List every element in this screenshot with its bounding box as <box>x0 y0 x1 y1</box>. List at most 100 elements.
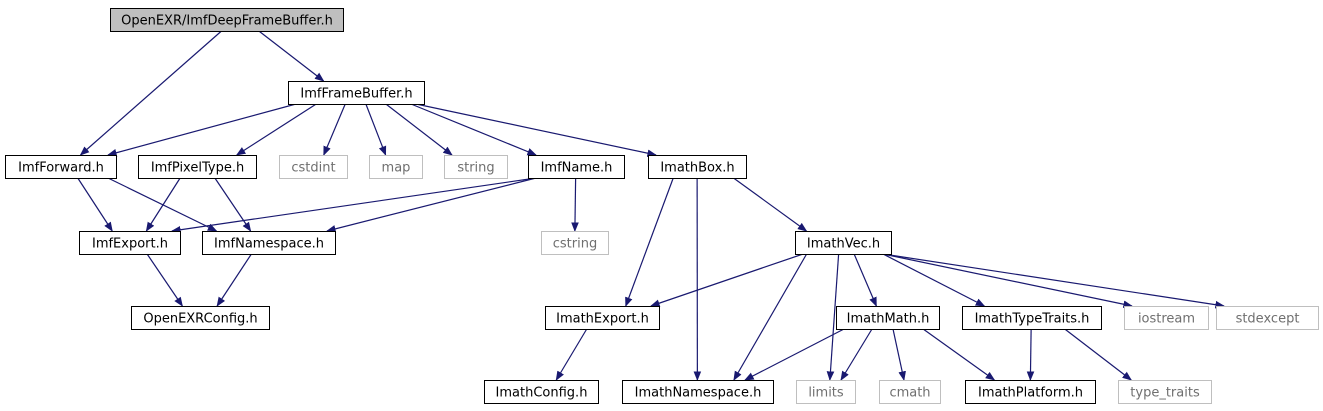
edge-forward-to-namespace <box>107 177 218 232</box>
node-label: ImathNamespace.h <box>635 386 762 401</box>
node-label: OpenEXRConfig.h <box>143 312 257 327</box>
node-label: ImathPlatform.h <box>978 386 1083 401</box>
node-label: ImfPixelType.h <box>151 161 244 176</box>
node-label: map <box>382 161 411 176</box>
edge-math-to-imathnamespace <box>744 328 845 381</box>
node-stdexcept: stdexcept <box>1216 306 1319 330</box>
node-box <box>138 155 257 179</box>
node-math[interactable]: ImathMath.h <box>836 306 940 330</box>
node-label: ImathVec.h <box>807 237 880 252</box>
node-iostream: iostream <box>1124 306 1209 330</box>
node-map: map <box>369 155 423 179</box>
node-pixeltype[interactable]: ImfPixelType.h <box>138 155 257 179</box>
node-typetraits[interactable]: ImathTypeTraits.h <box>962 306 1102 330</box>
node-box <box>484 380 599 404</box>
node-label: ImathBox.h <box>660 161 734 176</box>
edge-vec-to-iostream <box>882 253 1133 308</box>
edge-framebuffer-to-box <box>415 103 657 157</box>
edge-math-to-platform <box>922 328 996 381</box>
node-box <box>1216 306 1319 330</box>
node-box <box>369 155 423 179</box>
edge-box-to-vec <box>733 177 808 232</box>
edge-namespace-to-exrconfig <box>216 253 252 307</box>
node-box <box>965 380 1096 404</box>
edge-vec-to-limits <box>826 253 840 381</box>
node-label: iostream <box>1138 312 1195 327</box>
node-label: ImfExport.h <box>92 237 168 252</box>
edge-name-to-export <box>171 177 537 234</box>
edge-framebuffer-to-map <box>365 103 387 156</box>
edge-framebuffer-to-name <box>410 103 537 156</box>
node-export[interactable]: ImfExport.h <box>79 231 181 255</box>
node-label: OpenEXR/ImfDeepFrameBuffer.h <box>121 14 333 29</box>
node-box <box>836 306 940 330</box>
node-vec[interactable]: ImathVec.h <box>795 231 892 255</box>
edge-vec-to-math <box>853 253 877 307</box>
node-label: ImfForward.h <box>18 161 104 176</box>
edge-box-to-imathexport <box>625 177 674 307</box>
node-label: ImathTypeTraits.h <box>975 312 1090 327</box>
node-label: string <box>457 161 494 176</box>
node-label: ImfFrameBuffer.h <box>300 87 412 102</box>
node-box <box>79 231 181 255</box>
edge-pixeltype-to-namespace <box>214 177 252 232</box>
node-box <box>288 81 425 105</box>
node-box <box>962 306 1102 330</box>
nodes-layer: OpenEXR/ImfDeepFrameBuffer.hImfFrameBuff… <box>5 8 1319 404</box>
node-box <box>279 155 348 179</box>
node-label: cstring <box>553 237 597 252</box>
node-box[interactable]: ImathBox.h <box>648 155 747 179</box>
node-imathconfig[interactable]: ImathConfig.h <box>484 380 599 404</box>
node-root[interactable]: OpenEXR/ImfDeepFrameBuffer.h <box>110 8 344 32</box>
node-box <box>648 155 747 179</box>
node-label: ImfNamespace.h <box>214 237 324 252</box>
edge-framebuffer-to-forward <box>107 103 297 157</box>
node-forward[interactable]: ImfForward.h <box>5 155 117 179</box>
edge-name-to-cstring <box>571 177 579 232</box>
edge-export-to-exrconfig <box>146 253 183 307</box>
edge-vec-to-imathexport <box>650 253 804 307</box>
node-label: ImathConfig.h <box>496 386 588 401</box>
edge-framebuffer-to-cstdint <box>323 103 346 156</box>
edge-imathexport-to-imathconfig <box>555 328 588 381</box>
node-box <box>110 8 344 32</box>
edge-framebuffer-to-pixeltype <box>235 103 317 156</box>
node-exrconfig[interactable]: OpenEXRConfig.h <box>131 306 270 330</box>
edge-math-to-cmath <box>892 328 906 381</box>
node-platform[interactable]: ImathPlatform.h <box>965 380 1096 404</box>
node-box <box>622 380 774 404</box>
edge-vec-to-stdexcept <box>882 253 1225 309</box>
edge-root-to-forward <box>79 30 222 156</box>
node-label: ImathMath.h <box>847 312 930 327</box>
node-imathnamespace[interactable]: ImathNamespace.h <box>622 380 774 404</box>
node-box <box>528 155 625 179</box>
node-cmath: cmath <box>879 380 941 404</box>
node-label: cmath <box>889 386 930 401</box>
node-label: ImathExport.h <box>556 312 649 327</box>
node-box <box>796 380 856 404</box>
node-box <box>545 306 660 330</box>
node-box <box>1118 380 1212 404</box>
node-box <box>444 155 508 179</box>
edge-root-to-framebuffer <box>258 30 325 82</box>
node-box <box>879 380 941 404</box>
edges-layer <box>77 30 1225 381</box>
node-limits: limits <box>796 380 856 404</box>
edge-framebuffer-to-string <box>385 103 453 156</box>
node-framebuffer[interactable]: ImfFrameBuffer.h <box>288 81 425 105</box>
node-box <box>541 231 609 255</box>
node-name[interactable]: ImfName.h <box>528 155 625 179</box>
node-box <box>131 306 270 330</box>
node-string: string <box>444 155 508 179</box>
node-label: stdexcept <box>1236 312 1300 327</box>
edge-name-to-namespace <box>326 177 537 233</box>
node-cstdint: cstdint <box>279 155 348 179</box>
edge-typetraits-to-type_traits <box>1064 328 1133 381</box>
edge-math-to-limits <box>840 328 873 381</box>
node-label: ImfName.h <box>541 161 613 176</box>
edge-vec-to-typetraits <box>882 253 986 307</box>
node-cstring: cstring <box>541 231 609 255</box>
node-namespace[interactable]: ImfNamespace.h <box>202 231 336 255</box>
node-imathexport[interactable]: ImathExport.h <box>545 306 660 330</box>
